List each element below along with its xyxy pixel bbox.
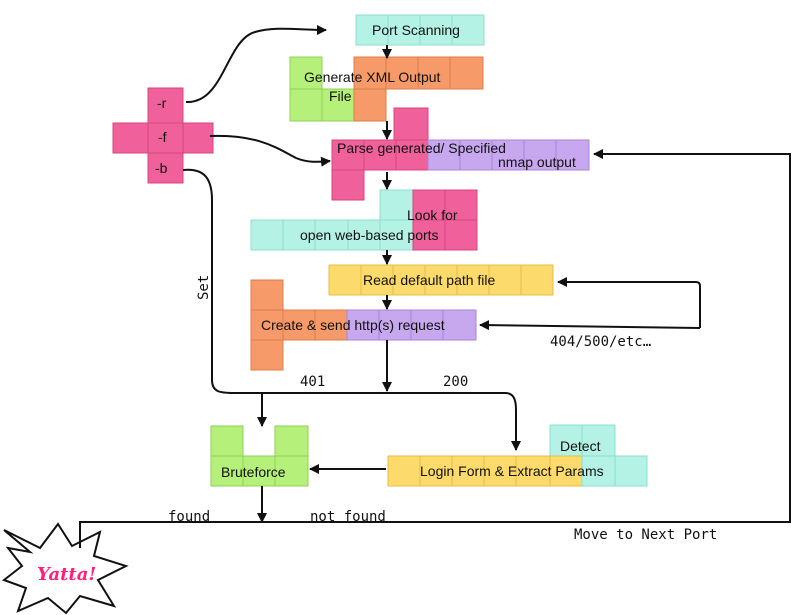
parse-label-line1: Parse generated/ Specified bbox=[337, 140, 506, 156]
generate-xml-block bbox=[289, 56, 484, 122]
generate-xml-label-line2: File bbox=[329, 88, 352, 104]
yatta-label: Yatta! bbox=[37, 564, 96, 585]
not-found-label: not found bbox=[310, 509, 386, 525]
create-send-block bbox=[250, 279, 477, 371]
arrow-f-to-parse bbox=[209, 134, 331, 167]
arrow-r-to-port-scanning bbox=[185, 24, 327, 104]
login-form-label: Login Form & Extract Params bbox=[420, 463, 604, 479]
look-for-block bbox=[250, 189, 478, 251]
option-f-label: -f bbox=[158, 129, 167, 145]
options-plus-block bbox=[112, 87, 214, 184]
arrow-error-to-create bbox=[479, 320, 701, 331]
error-codes-label: 404/500/etc… bbox=[550, 334, 651, 350]
bruteforce-block bbox=[210, 425, 309, 487]
read-default-block bbox=[328, 264, 554, 296]
port-scanning-label: Port Scanning bbox=[372, 22, 460, 38]
bruteforce-label: Bruteforce bbox=[221, 464, 286, 480]
yatta-starburst bbox=[1, 522, 129, 615]
arrow-error-loop bbox=[557, 277, 701, 328]
look-for-label-line1: Look for bbox=[407, 207, 458, 223]
detect-label: Detect bbox=[560, 438, 601, 454]
parse-block bbox=[331, 107, 590, 201]
option-b-label: -b bbox=[155, 160, 168, 176]
code-401-label: 401 bbox=[300, 374, 325, 390]
set-label: Set bbox=[196, 275, 212, 300]
create-send-label: Create & send http(s) request bbox=[261, 317, 445, 333]
look-for-label-line2: open web-based ports bbox=[300, 227, 439, 243]
arrow-b-set bbox=[182, 168, 521, 451]
found-label: found bbox=[168, 509, 210, 525]
code-200-label: 200 bbox=[443, 374, 468, 390]
option-r-label: -r bbox=[157, 95, 167, 111]
login-form-block bbox=[387, 424, 648, 487]
parse-label-line2: nmap output bbox=[498, 154, 576, 170]
next-port-label: Move to Next Port bbox=[574, 527, 717, 543]
arrow-next-port-loop bbox=[79, 149, 791, 548]
read-default-label: Read default path file bbox=[363, 272, 496, 288]
connectors bbox=[79, 24, 791, 548]
port-scanning-block bbox=[355, 14, 485, 46]
generate-xml-label-line1: Generate XML Output bbox=[304, 69, 441, 85]
